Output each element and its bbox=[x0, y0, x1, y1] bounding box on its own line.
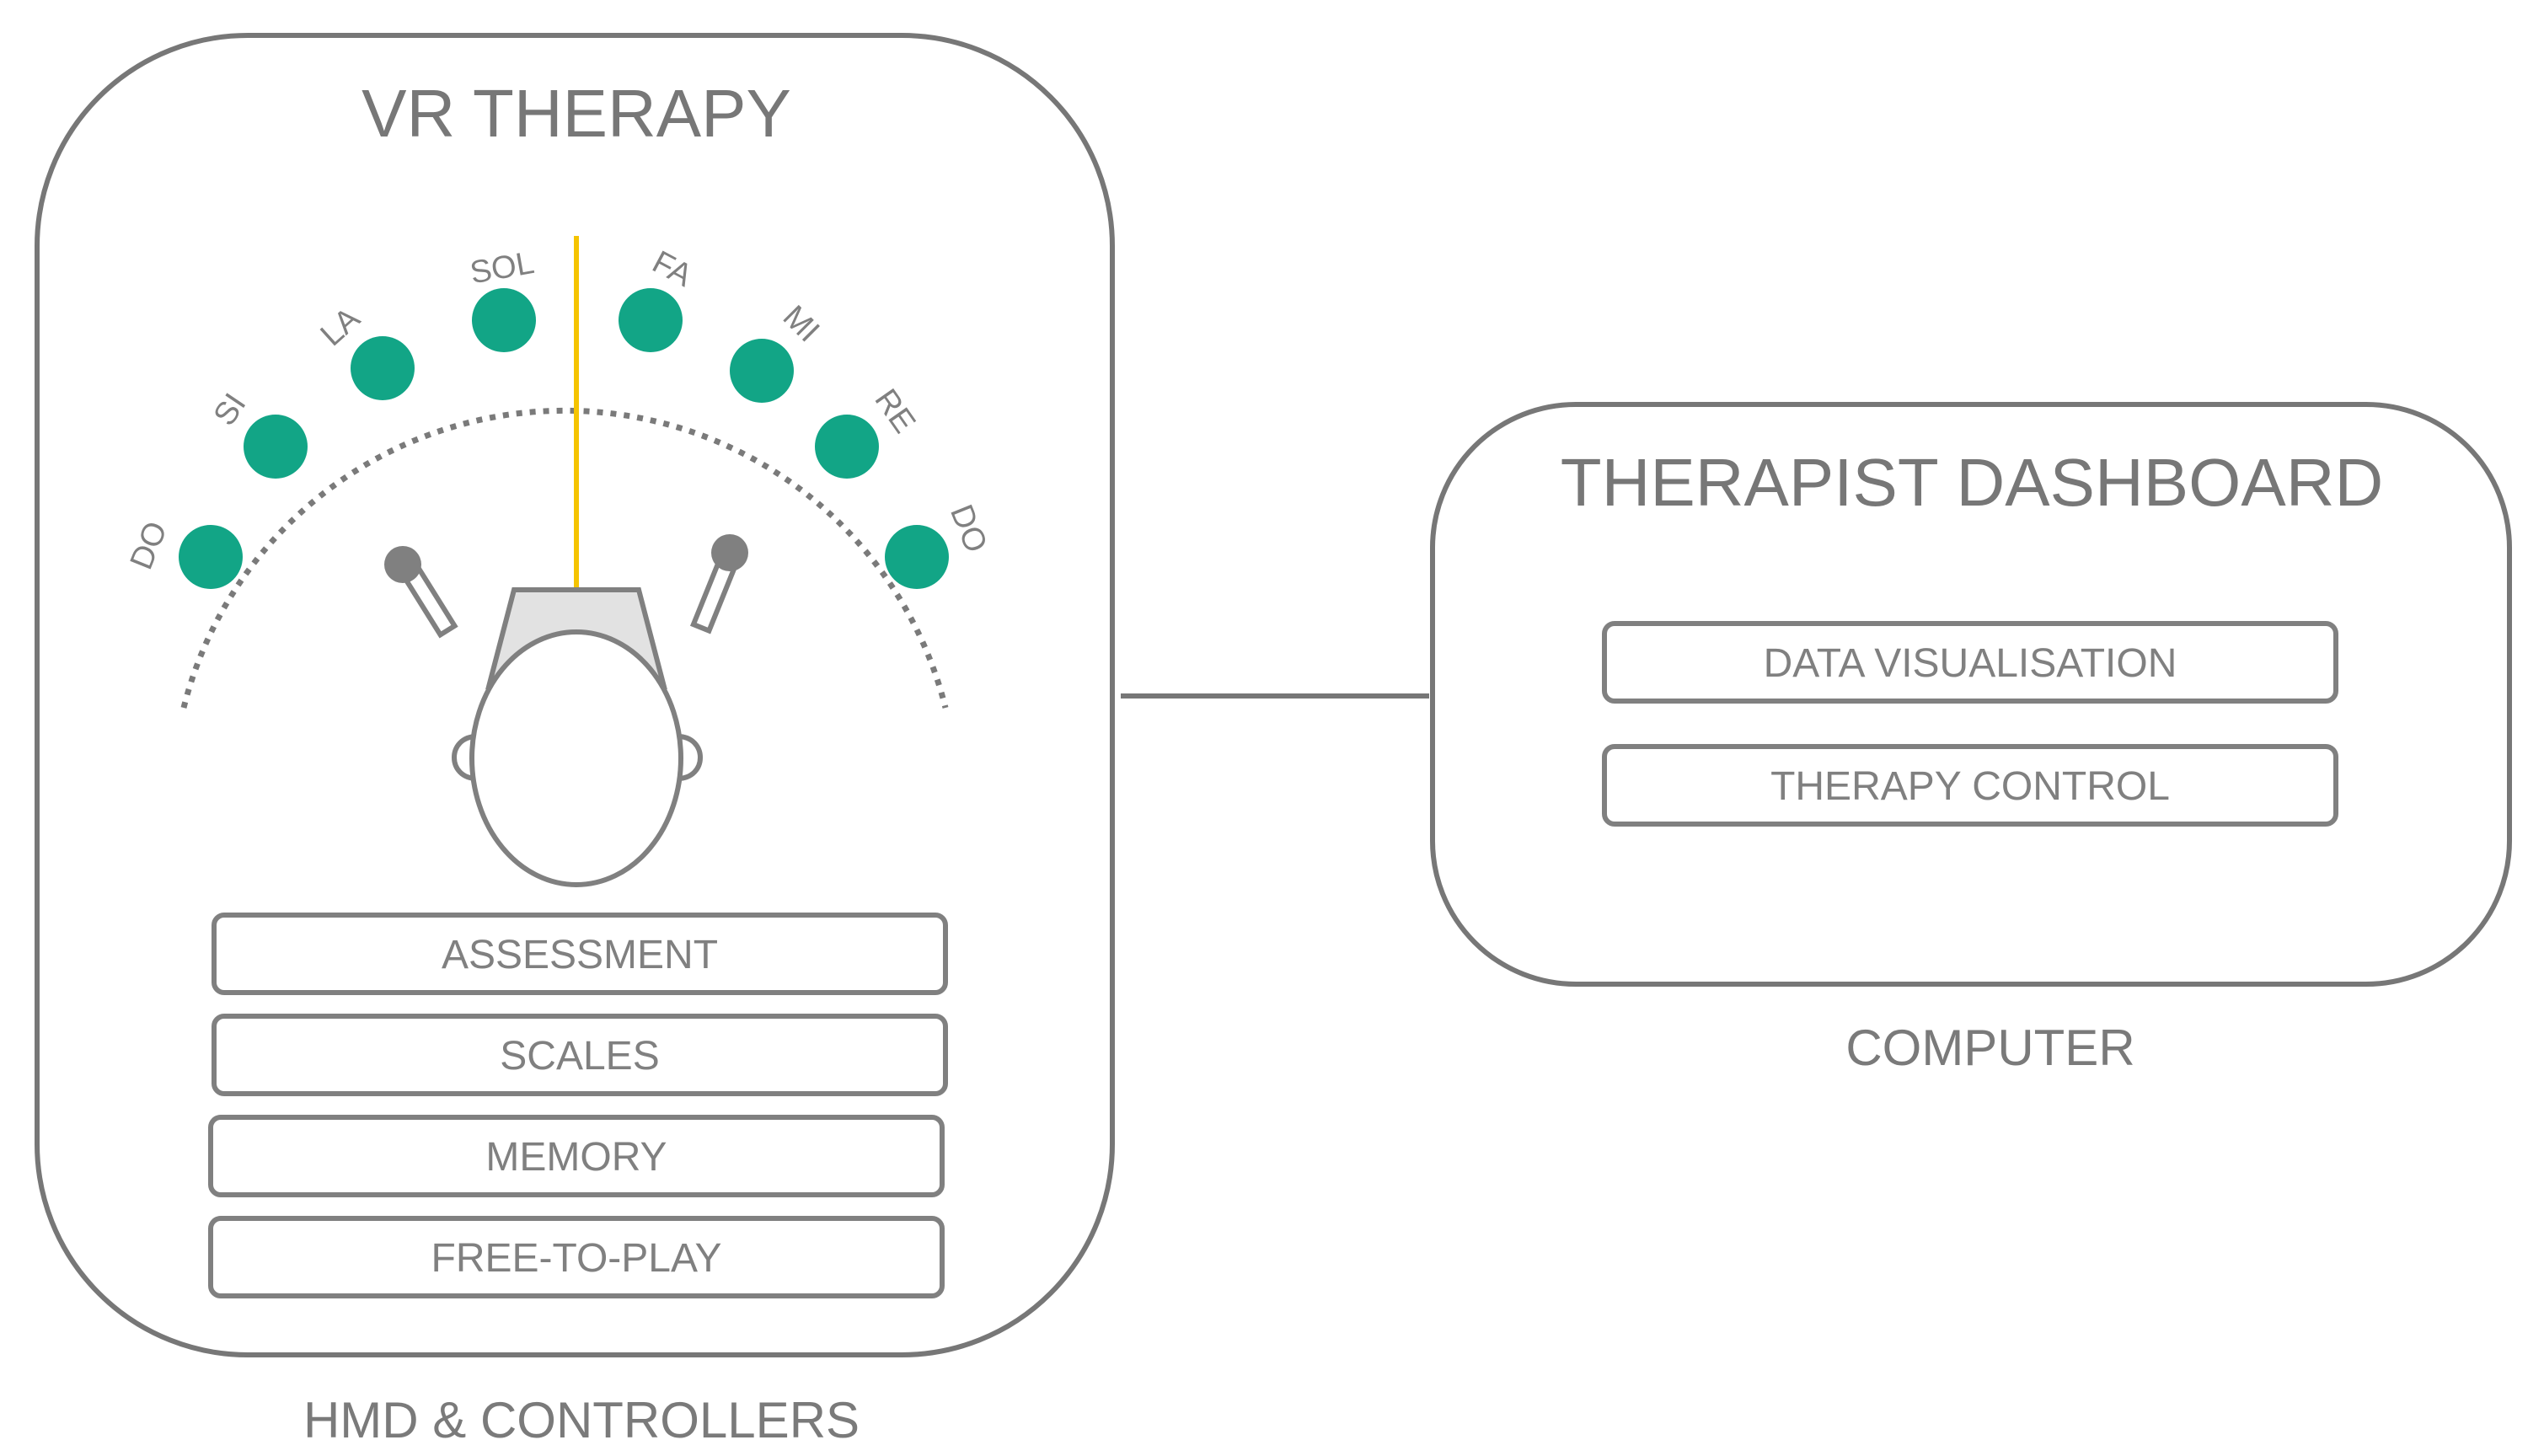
note-label: SOL bbox=[468, 245, 537, 292]
note-si[interactable] bbox=[244, 415, 308, 479]
note-label: RE bbox=[867, 383, 922, 439]
note-sol[interactable] bbox=[472, 288, 536, 352]
note-label: SI bbox=[207, 388, 254, 432]
scales-button[interactable] bbox=[212, 1014, 948, 1096]
note-do-low[interactable] bbox=[179, 525, 243, 589]
therapy-control-button[interactable] bbox=[1602, 744, 2338, 827]
dashboard-frame bbox=[1430, 402, 2512, 987]
note-label: MI bbox=[776, 299, 827, 350]
assessment-label: ASSESSMENT bbox=[442, 933, 718, 977]
mode-list: ASSESSMENT SCALES MEMORY FREE-TO-PLAY bbox=[208, 913, 948, 1298]
note-fa[interactable] bbox=[619, 288, 683, 352]
free-to-play-label: FREE-TO-PLAY bbox=[431, 1236, 722, 1281]
vr-therapy-title: VR THERAPY bbox=[362, 76, 791, 151]
note-circles bbox=[179, 288, 949, 589]
dashboard-caption: COMPUTER bbox=[1845, 1020, 2134, 1076]
data-visualisation-label: DATA VISUALISATION bbox=[1764, 641, 2177, 686]
vr-panel-caption: HMD & CONTROLLERS bbox=[303, 1392, 860, 1448]
right-controller-icon bbox=[689, 534, 748, 634]
note-re[interactable] bbox=[815, 415, 879, 479]
therapy-control-label: THERAPY CONTROL bbox=[1770, 764, 2170, 809]
memory-button[interactable] bbox=[208, 1115, 945, 1197]
note-label: LA bbox=[314, 300, 367, 353]
user-head-icon bbox=[452, 587, 703, 887]
data-visualisation-button[interactable] bbox=[1602, 621, 2338, 704]
scales-label: SCALES bbox=[500, 1034, 659, 1079]
note-arc bbox=[180, 407, 949, 709]
memory-label: MEMORY bbox=[485, 1135, 667, 1180]
free-to-play-button[interactable] bbox=[208, 1216, 945, 1298]
left-controller-icon bbox=[384, 546, 458, 639]
vr-therapy-frame bbox=[35, 33, 1115, 1357]
dashboard-title: THERAPIST DASHBOARD bbox=[1561, 445, 2383, 520]
note-mi[interactable] bbox=[730, 339, 794, 403]
note-label: FA bbox=[646, 244, 698, 294]
therapist-dashboard-panel: THERAPIST DASHBOARD DATA VISUALISATION T… bbox=[1430, 402, 2512, 1076]
note-label: DO bbox=[943, 500, 994, 558]
note-do-high[interactable] bbox=[885, 525, 949, 589]
note-label: DO bbox=[124, 517, 174, 575]
assessment-button[interactable] bbox=[212, 913, 948, 995]
note-la[interactable] bbox=[351, 336, 415, 400]
vr-therapy-panel: VR THERAPY DO SI LA SOL FA MI RE DO bbox=[35, 33, 1115, 1448]
